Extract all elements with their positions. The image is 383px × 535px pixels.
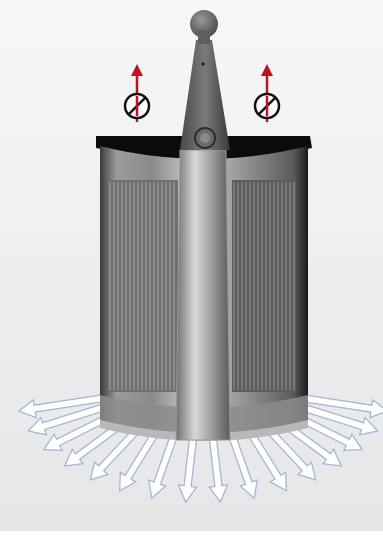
fin-grille-left	[108, 180, 178, 392]
fin-grille-right	[232, 180, 296, 392]
center-column	[176, 150, 230, 440]
